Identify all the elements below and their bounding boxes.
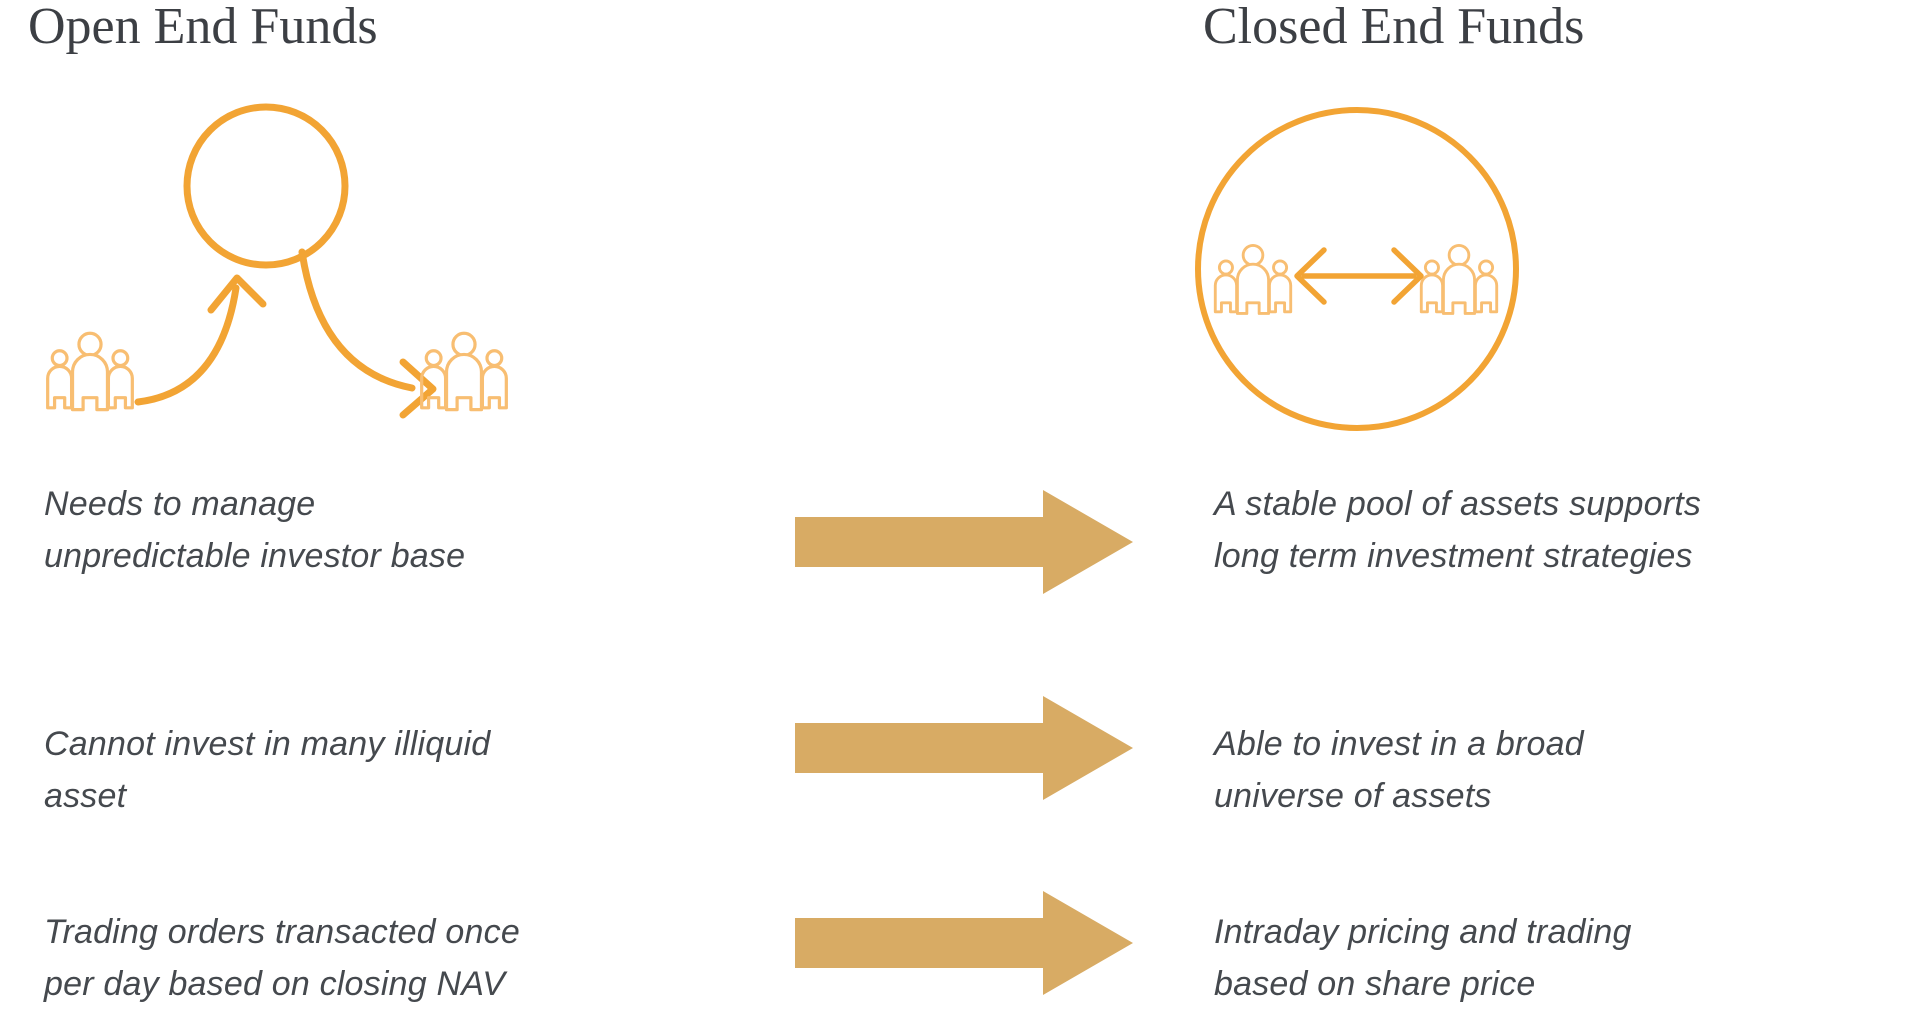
- column-title-closed-end: Closed End Funds: [1203, 0, 1585, 55]
- point-line: asset: [44, 777, 127, 815]
- point-line: per day based on closing NAV: [44, 965, 506, 1003]
- investor-group-icon: [1419, 243, 1499, 315]
- point-line: unpredictable investor base: [44, 537, 466, 575]
- open-end-point-3: Trading orders transacted once per day b…: [44, 906, 520, 1010]
- point-line: Cannot invest in many illiquid: [44, 725, 491, 763]
- point-line: universe of assets: [1214, 777, 1492, 815]
- closed-end-fund-pool-illustration: [1195, 107, 1519, 431]
- right-arrow-icon: [795, 696, 1133, 800]
- closed-end-point-3: Intraday pricing and trading based on sh…: [1214, 906, 1632, 1010]
- outflow-curved-arrow-icon: [298, 248, 437, 419]
- closed-end-point-2: Able to invest in a broad universe of as…: [1214, 718, 1584, 822]
- inflow-curved-arrow-icon: [134, 274, 267, 406]
- right-arrow-icon: [795, 490, 1133, 594]
- open-end-point-1: Needs to manage unpredictable investor b…: [44, 478, 465, 582]
- fund-circle-icon: [183, 103, 349, 269]
- point-line: Able to invest in a broad: [1214, 725, 1584, 763]
- open-end-point-2: Cannot invest in many illiquid asset: [44, 718, 490, 822]
- investor-group-icon: [1213, 243, 1293, 315]
- point-line: long term investment strategies: [1214, 537, 1693, 575]
- fund-circle-icon: [1195, 107, 1519, 431]
- investor-group-icon: [46, 331, 134, 412]
- column-title-open-end: Open End Funds: [28, 0, 378, 55]
- point-line: based on share price: [1214, 965, 1536, 1003]
- investor-group-icon: [420, 331, 508, 412]
- right-arrow-icon: [795, 891, 1133, 995]
- point-line: Needs to manage: [44, 485, 316, 523]
- open-end-fund-flow-illustration: [46, 103, 508, 419]
- point-line: Trading orders transacted once: [44, 913, 520, 951]
- closed-end-point-1: A stable pool of assets supports long te…: [1214, 478, 1701, 582]
- point-line: A stable pool of assets supports: [1214, 485, 1702, 523]
- double-headed-arrow-icon: [1294, 247, 1424, 305]
- point-line: Intraday pricing and trading: [1214, 913, 1632, 951]
